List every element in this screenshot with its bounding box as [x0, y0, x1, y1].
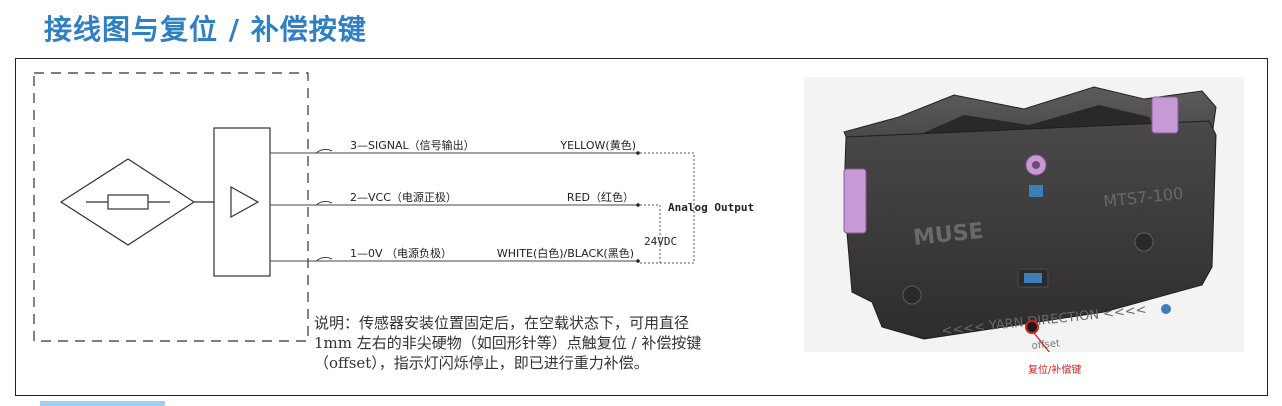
sensor-resistor-icon — [107, 194, 149, 210]
sensor-diamond-icon — [59, 158, 196, 246]
wire-vcc-color: RED（红色） — [567, 190, 634, 204]
supply-voltage-label: 24VDC — [644, 235, 677, 248]
wire-signal-name: 3—SIGNAL（信号输出） — [350, 138, 475, 152]
sensor-enclosure — [33, 72, 309, 342]
reset-button-icon — [1025, 320, 1039, 334]
wire-0v-name: 1—0V （电源负极） — [350, 246, 452, 260]
sensor-photo: MUSE MTS7-100 <<<< YARN DIRECTION <<<< o… — [804, 77, 1244, 352]
note-line: （offset），指示灯闪烁停止，即已进行重力补偿。 — [314, 354, 649, 372]
amplifier-box — [213, 127, 271, 277]
device-body — [843, 120, 1217, 340]
reset-callout-label: 复位/补偿键 — [1028, 365, 1082, 376]
wire-0v-color: WHITE(白色)/BLACK(黑色) — [497, 246, 634, 260]
instruction-note: 说明：传感器安装位置固定后，在空载状态下，可用直径 1mm 左右的非尖硬物（如回… — [314, 313, 834, 373]
page-title: 接线图与复位 / 补偿按键 — [44, 13, 367, 46]
note-line: 1mm 左右的非尖硬物（如回形针等）点触复位 / 补偿按键 — [314, 334, 702, 352]
note-line: 说明：传感器安装位置固定后，在空载状态下，可用直径 — [314, 314, 690, 332]
device-offset-text: offset — [1031, 338, 1060, 352]
device-clip-right — [1151, 96, 1179, 134]
device-clip-left — [843, 168, 867, 234]
amplifier-triangle-icon — [230, 185, 260, 219]
content-panel: 3—SIGNAL（信号输出） YELLOW(黄色) 2—VCC（电源正极） RE… — [15, 58, 1268, 396]
output-bracket — [640, 152, 695, 264]
wiring-diagram: 3—SIGNAL（信号输出） YELLOW(黄色) 2—VCC（电源正极） RE… — [33, 72, 754, 342]
accent-bar — [40, 401, 165, 406]
wire-vcc-name: 2—VCC（电源正极） — [350, 190, 457, 204]
wire-signal-color: YELLOW(黄色) — [559, 138, 636, 152]
analog-output-label: Analog Output — [668, 201, 754, 214]
